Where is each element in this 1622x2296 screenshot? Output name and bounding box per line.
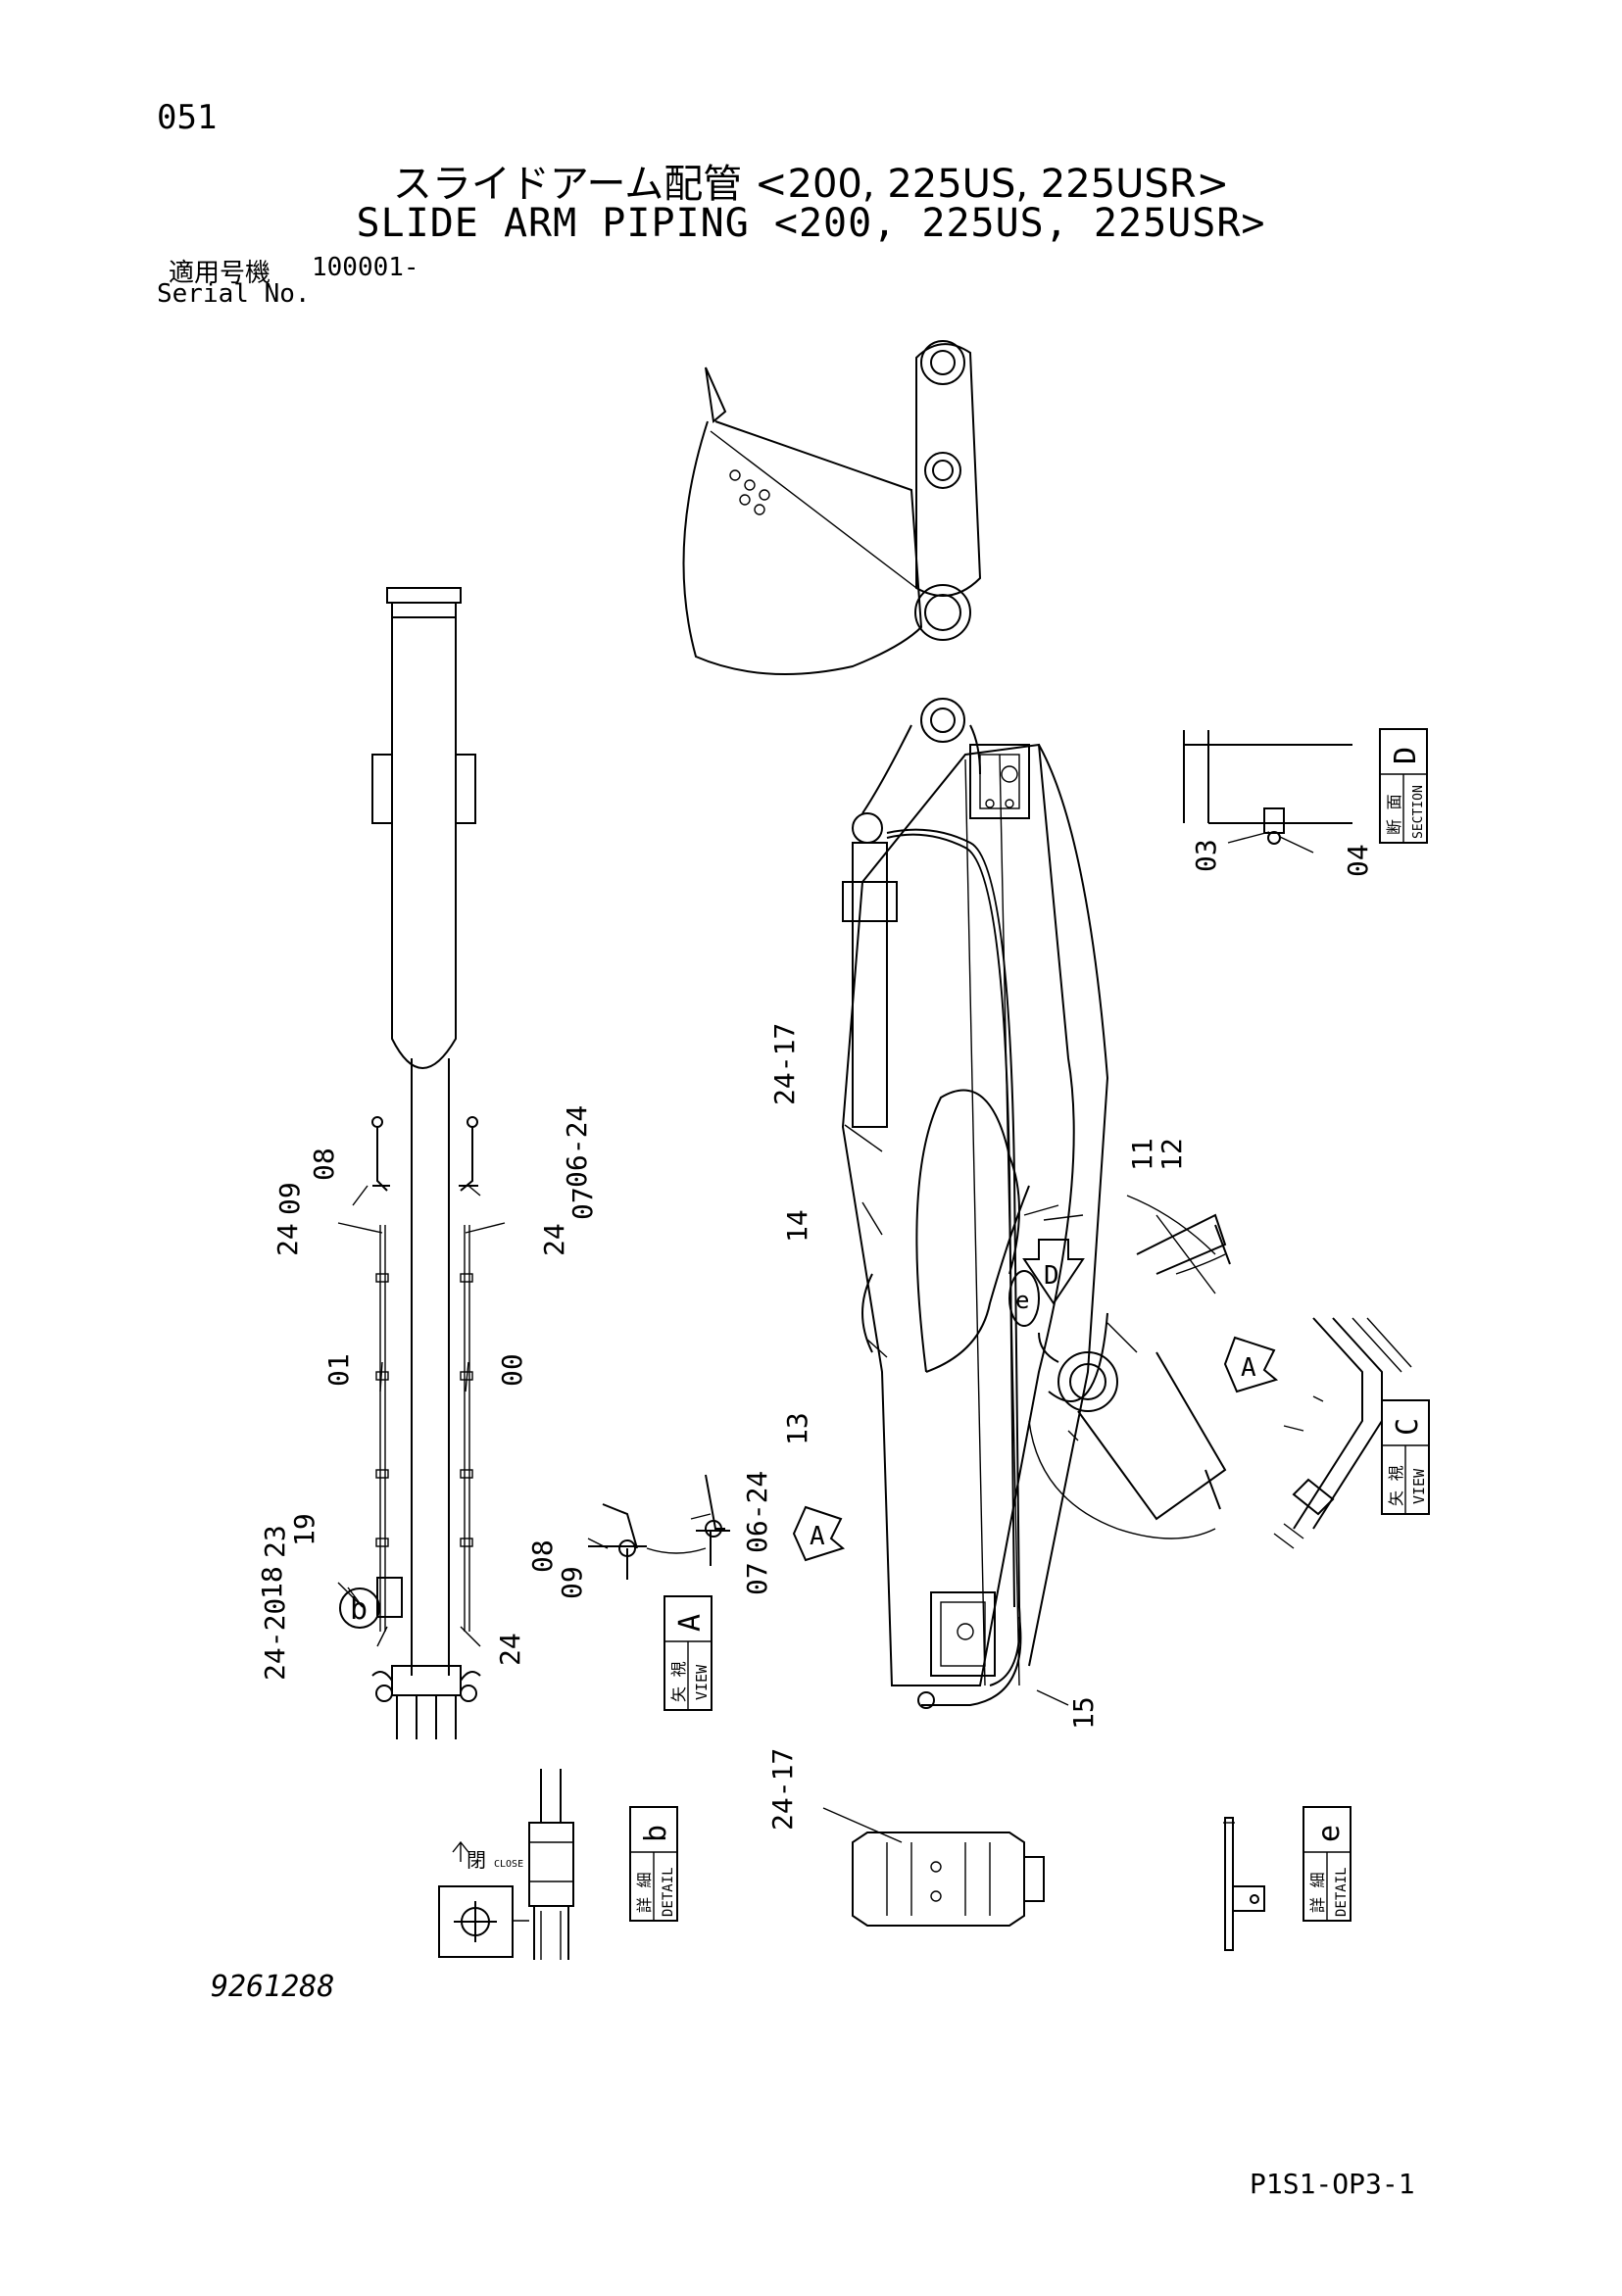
callout-labels: 08 09 24 06-24 07 24 01 00 23 19 18 24-2… <box>256 839 1374 1831</box>
serial-label-japanese: 適用号機 <box>169 259 271 288</box>
section-d-label-box: 断 面 SECTION D <box>1379 728 1428 844</box>
view-c-label-box: 矢 視 VIEW C <box>1381 1399 1430 1515</box>
callout-14: 14 <box>781 1209 813 1243</box>
detail-b-jp: 詳 細 <box>635 1872 654 1913</box>
section-d-view <box>1183 730 1352 845</box>
callout-08-center: 08 <box>526 1539 559 1573</box>
callout-01: 01 <box>322 1353 355 1387</box>
callout-24-17-upper: 24-17 <box>768 1023 801 1105</box>
view-c-jp: 矢 視 <box>1387 1465 1405 1506</box>
detail-b-marker <box>339 1588 380 1629</box>
callout-06-24-right: 06-24 <box>561 1105 593 1188</box>
leader-lines <box>337 831 1314 1843</box>
section-d-letter: D <box>1389 747 1423 764</box>
view-a-label-box: 矢 視 VIEW A <box>664 1595 713 1711</box>
callout-09-center: 09 <box>556 1566 588 1599</box>
callout-00: 00 <box>496 1353 528 1387</box>
title-japanese: スライドアーム配管 <200, 225US, 225USR> <box>392 162 1230 207</box>
main-arm-assembly: D e A A <box>588 340 1279 1709</box>
page-code: P1S1-OP3-1 <box>1250 2168 1415 2200</box>
callout-07-right: 07 <box>566 1187 599 1220</box>
title-english: SLIDE ARM PIPING <200, 225US, 225USR> <box>356 201 1266 246</box>
detail-b-en: DETAIL <box>661 1867 676 1917</box>
detail-e-label-box: 詳 細 DETAIL e <box>1303 1806 1352 1922</box>
marker-d: D <box>1044 1261 1059 1291</box>
callout-04: 04 <box>1342 844 1374 877</box>
valve-label-jp: 閉 <box>467 1848 486 1872</box>
callout-24-17-lower: 24-17 <box>766 1748 799 1831</box>
callout-24-lower-right: 24 <box>494 1633 526 1666</box>
callout-18: 18 <box>256 1566 288 1599</box>
callout-24-upper-left: 24 <box>271 1223 304 1256</box>
marker-a-left: A <box>810 1522 825 1551</box>
valve-label-en: CLOSE <box>494 1859 523 1870</box>
detail-e-letter: e <box>1312 1825 1347 1842</box>
callout-19: 19 <box>288 1513 320 1546</box>
view-a-en: VIEW <box>693 1664 711 1700</box>
callout-23: 23 <box>259 1525 291 1558</box>
view-a-letter: A <box>673 1614 708 1632</box>
view-c-letter: C <box>1391 1418 1425 1436</box>
detail-b-label-box: 詳 細 DETAIL b <box>629 1806 678 1922</box>
detail-e-marker <box>1008 1270 1040 1327</box>
bracket-detail-drawing <box>852 1832 1045 1927</box>
page-number: 051 <box>157 98 218 137</box>
callout-06-24-center: 06-24 <box>741 1471 773 1553</box>
view-a-jp: 矢 視 <box>669 1661 688 1702</box>
detail-e-drawing <box>1223 1817 1265 1951</box>
view-c-en: VIEW <box>1410 1468 1428 1504</box>
serial-number-value: 100001- <box>312 253 419 282</box>
callout-24-upper-right: 24 <box>538 1223 570 1256</box>
callout-03: 03 <box>1190 839 1222 872</box>
callout-08-left: 08 <box>308 1148 340 1181</box>
detail-e-jp: 詳 細 <box>1308 1872 1327 1913</box>
callout-09-left: 09 <box>273 1182 306 1215</box>
view-c-detail <box>1273 1317 1412 1549</box>
callout-24-20: 24-20 <box>259 1598 291 1681</box>
callout-11: 11 <box>1126 1138 1158 1171</box>
callout-15: 15 <box>1067 1696 1100 1730</box>
section-d-en: SECTION <box>1411 785 1426 839</box>
serial-label-english: Serial No. <box>157 279 311 309</box>
detail-b-letter: b <box>639 1825 673 1842</box>
marker-e: e <box>1015 1287 1029 1314</box>
detail-e-en: DETAIL <box>1334 1867 1350 1917</box>
callout-07-center: 07 <box>741 1562 773 1595</box>
detail-b-drawing: 閉 CLOSE <box>438 1769 574 1960</box>
section-d-jp: 断 面 <box>1385 794 1403 835</box>
callout-12: 12 <box>1155 1138 1188 1171</box>
marker-a-right: A <box>1241 1353 1256 1383</box>
callout-13: 13 <box>781 1412 813 1445</box>
marker-b: b <box>350 1592 368 1627</box>
arm-side-view: b <box>339 587 481 1739</box>
drawing-number: 9261288 <box>211 1970 335 2004</box>
